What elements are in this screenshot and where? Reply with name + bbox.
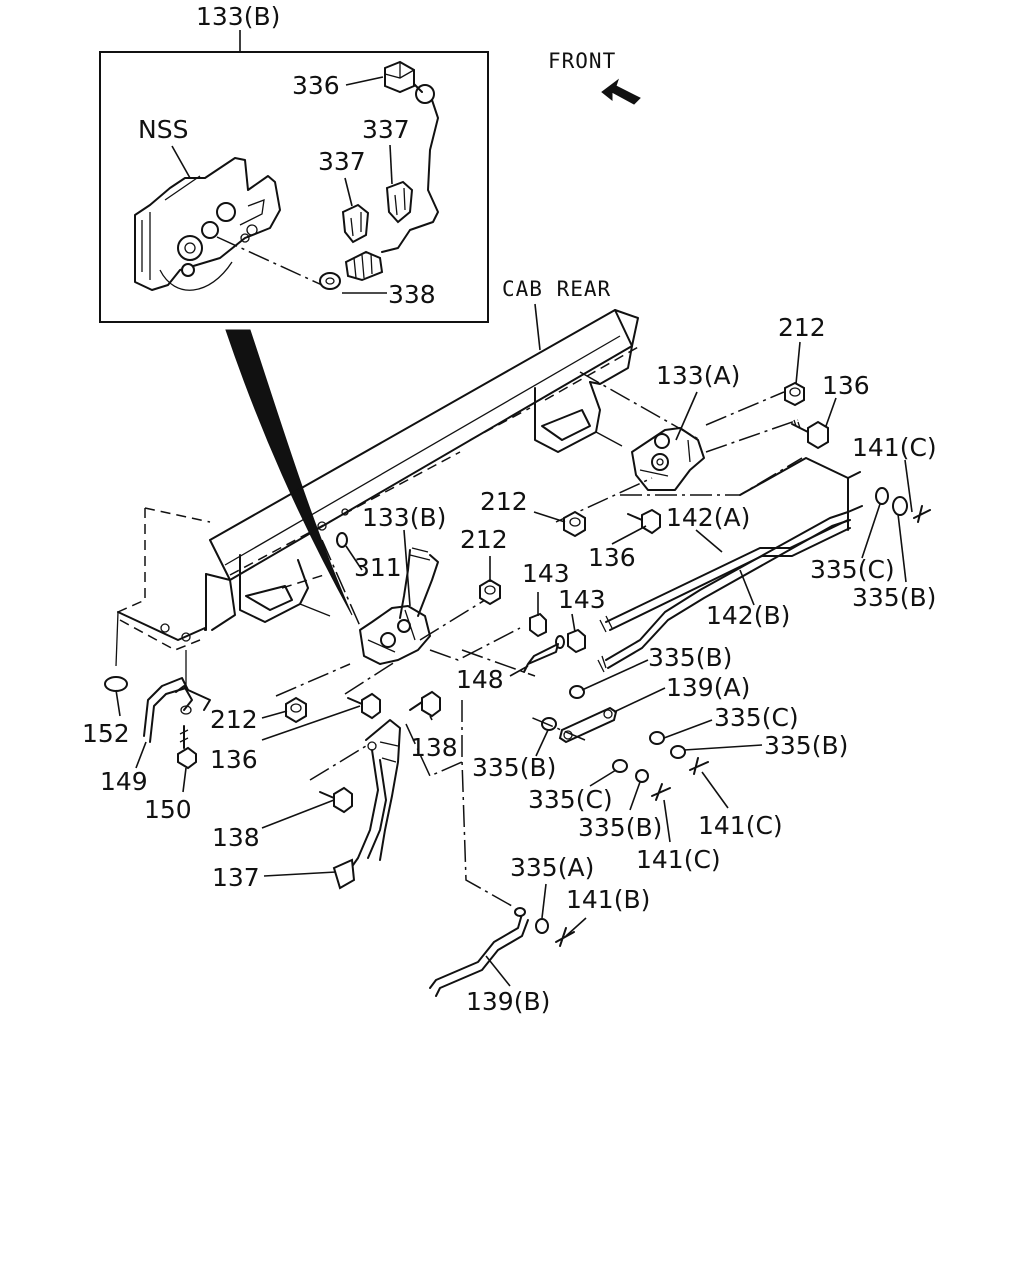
clip-141c-a — [689, 757, 709, 775]
nss-switch-assembly — [134, 157, 281, 291]
link-139a — [558, 706, 618, 744]
front-indicator: FRONT — [548, 49, 641, 105]
switch-body — [319, 250, 384, 290]
callout-141c-a: 141(C) — [852, 433, 937, 462]
bolt-138-lower — [319, 786, 353, 814]
callout-335c-b: 335(C) — [714, 703, 799, 732]
clip-337-lower — [341, 203, 370, 244]
inset-pointer — [225, 329, 353, 616]
nut-143-a — [529, 612, 547, 638]
inset-title: 133(B) — [196, 2, 280, 31]
callout-136-b: 136 — [588, 543, 636, 572]
callout-149: 149 — [100, 767, 148, 796]
washer-335b-right — [892, 496, 908, 516]
grommet-152 — [104, 676, 128, 692]
callout-335b-e: 335(B) — [578, 813, 662, 842]
callout-138-b: 138 — [212, 823, 260, 852]
callout-139a: 139(A) — [666, 673, 750, 702]
callout-138-a: 138 — [410, 733, 458, 762]
nut-212-top — [784, 381, 805, 407]
washer-335b-c — [670, 745, 686, 759]
leader-lines — [115, 341, 913, 987]
callout-335b-a: 335(B) — [852, 583, 936, 612]
clip-141b — [555, 927, 575, 947]
label-338: 338 — [388, 280, 436, 309]
callout-137: 137 — [212, 863, 260, 892]
callout-335b-c: 335(B) — [764, 731, 848, 760]
bracket-149 — [143, 650, 211, 743]
connector-336 — [381, 60, 439, 253]
callout-150: 150 — [144, 795, 192, 824]
callout-335b-d: 335(B) — [472, 753, 556, 782]
front-label: FRONT — [548, 49, 616, 73]
nut-143-b — [555, 628, 586, 654]
nut-212-mid — [563, 510, 586, 538]
callout-142a: 142(A) — [666, 503, 750, 532]
nss-label: NSS — [138, 115, 188, 144]
cab-rear-crossmember: CAB REAR — [205, 277, 641, 631]
cab-rear-label: CAB REAR — [502, 277, 611, 301]
rod-142b — [597, 511, 851, 673]
bolt-136-lower — [347, 692, 381, 720]
bolt-138-upper — [409, 690, 441, 718]
rod-frame — [739, 457, 849, 531]
callout-152: 152 — [82, 719, 130, 748]
washer-335b-a — [569, 685, 585, 699]
bolt-136-mid — [627, 508, 661, 535]
callout-212-d: 212 — [210, 705, 258, 734]
bolt-150 — [177, 725, 197, 770]
callout-141c-b: 141(C) — [698, 811, 783, 840]
front-arrow-icon — [601, 78, 641, 105]
floor-panel — [115, 507, 211, 667]
bracket-133a — [555, 371, 803, 523]
callout-311: 311 — [354, 553, 402, 582]
bolt-136-top — [791, 419, 829, 450]
label-336: 336 — [292, 71, 340, 100]
callout-136-a: 136 — [822, 371, 870, 400]
callout-335b-b: 335(B) — [648, 643, 732, 672]
callout-136-c: 136 — [210, 745, 258, 774]
washer-335b-b — [541, 717, 557, 731]
callout-142b: 142(B) — [706, 601, 790, 630]
washer-335a — [535, 918, 549, 934]
callout-212-b: 212 — [480, 487, 528, 516]
clip-141c-b — [651, 783, 671, 801]
callout-133a: 133(A) — [656, 361, 740, 390]
callout-133b: 133(B) — [362, 503, 446, 532]
lever-assembly-133b — [275, 539, 536, 697]
callout-212-a: 212 — [778, 313, 826, 342]
callout-212-c: 212 — [460, 525, 508, 554]
label-337-a: 337 — [362, 115, 410, 144]
rod-139b — [429, 907, 529, 997]
callout-143-b: 143 — [558, 585, 606, 614]
clip-337-upper — [385, 180, 414, 224]
callout-143-a: 143 — [522, 559, 570, 588]
pedal-137 — [332, 719, 401, 890]
washer-335b-d — [635, 769, 649, 783]
callout-141b: 141(B) — [566, 885, 650, 914]
washer-335c-right — [875, 487, 889, 505]
callout-139b: 139(B) — [466, 987, 550, 1016]
bracket-148 — [523, 643, 559, 673]
callout-335a: 335(A) — [510, 853, 594, 882]
callout-335c-c: 335(C) — [528, 785, 613, 814]
clip-141c-right — [913, 505, 931, 523]
inset-detail: 133(B) — [99, 2, 489, 323]
washer-335c-a — [649, 731, 665, 745]
grommet-311 — [336, 532, 348, 548]
nut-212-upper — [479, 578, 501, 606]
callout-labels: 212 136 133(A) 141(C) 212 136 142(A) 335… — [82, 313, 937, 1016]
washer-335c-b — [612, 759, 628, 773]
nut-212-lower — [285, 696, 307, 724]
callout-148: 148 — [456, 665, 504, 694]
callout-141c-c: 141(C) — [636, 845, 721, 874]
callout-335c-a: 335(C) — [810, 555, 895, 584]
label-337-b: 337 — [318, 147, 366, 176]
